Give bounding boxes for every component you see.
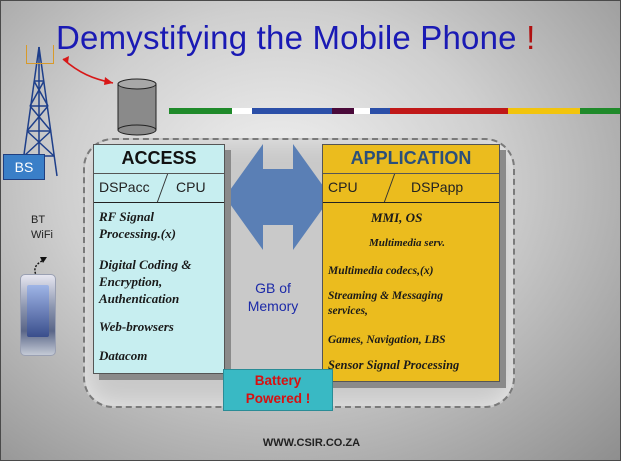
slide-title: Demystifying the Mobile Phone ! [56, 19, 616, 69]
application-box: APPLICATION CPU DSPapp MMI, OS Multimedi… [322, 144, 500, 382]
color-stripe [169, 108, 620, 114]
signal-arrow-tail [63, 56, 69, 63]
application-divider [383, 174, 396, 202]
battery-label: Battery Powered ! [223, 369, 333, 411]
bt-wifi-label: BT WiFi [31, 213, 53, 243]
base-station-label: BS [3, 154, 45, 180]
phone-screen [27, 285, 49, 337]
bt-label: BT [31, 214, 46, 226]
application-item-games: Games, Navigation, LBS [328, 334, 446, 346]
application-title: APPLICATION [350, 148, 472, 168]
access-item-encryption: Encryption, [99, 274, 163, 289]
title-exclaim: ! [526, 19, 536, 56]
double-arrow-shape [225, 144, 331, 250]
application-subrow: CPU DSPapp [323, 173, 499, 203]
application-item-codecs: Multimedia codecs,(x) [328, 265, 434, 277]
application-item-services: services, [328, 305, 368, 317]
antenna-box [26, 45, 54, 64]
application-dsp-label: DSPapp [411, 179, 464, 195]
application-item-mmi: MMI, OS [371, 210, 423, 225]
database-cylinder-icon [117, 78, 157, 136]
footer-url: WWW.CSIR.CO.ZA [262, 437, 361, 449]
access-cpu-label: CPU [176, 179, 206, 195]
application-cpu-label: CPU [328, 179, 358, 195]
signal-arrow-head [104, 77, 113, 85]
wifi-label: WiFi [31, 229, 53, 241]
access-item-rf-processing: Processing.(x) [99, 226, 176, 241]
memory-label: GB of Memory [237, 279, 309, 315]
access-item-web-browsers: Web-browsers [99, 319, 174, 334]
access-item-authentication: Authentication [99, 291, 180, 306]
access-item-datacom: Datacom [99, 348, 148, 363]
access-subrow: DSPacc CPU [94, 173, 224, 203]
wireless-arrow-head [40, 257, 47, 263]
memory-line1: GB of [255, 280, 291, 296]
application-item-streaming: Streaming & Messaging [328, 290, 444, 302]
access-dsp-label: DSPacc [99, 179, 150, 195]
access-title: ACCESS [121, 148, 197, 168]
application-item-sensor: Sensor Signal Processing [328, 358, 460, 372]
memory-line2: Memory [247, 298, 299, 314]
mobile-phone-icon [20, 274, 56, 356]
access-box: ACCESS DSPacc CPU RF Signal Processing.(… [93, 144, 225, 374]
battery-line2: Powered ! [245, 391, 311, 406]
battery-line1: Battery [254, 373, 302, 388]
access-item-digital-coding: Digital Coding & [99, 257, 192, 272]
title-text: Demystifying the Mobile Phone [56, 19, 517, 56]
application-item-multimedia-serv: Multimedia serv. [369, 237, 445, 249]
access-item-rf: RF Signal [99, 209, 155, 224]
cell-tower-icon [20, 46, 58, 177]
access-divider [156, 174, 169, 202]
